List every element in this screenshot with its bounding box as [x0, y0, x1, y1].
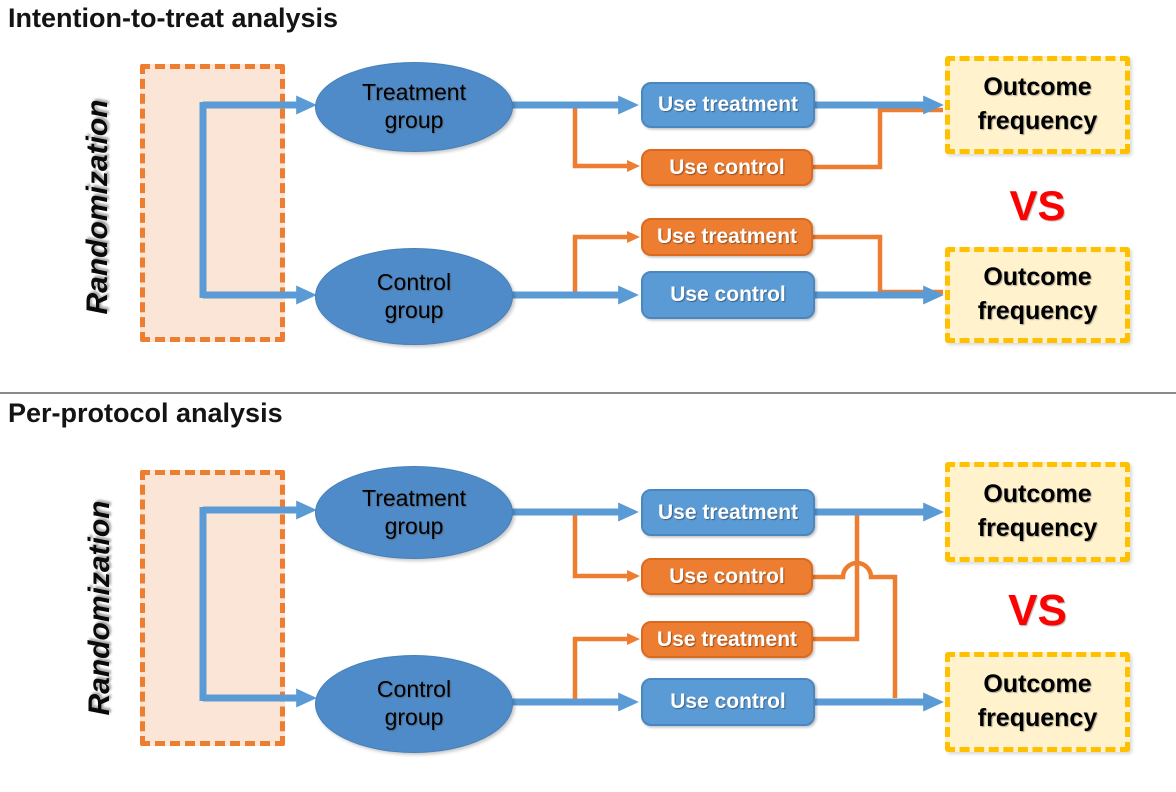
itt-use-control-box: Use control — [641, 271, 815, 319]
section-divider — [0, 392, 1176, 394]
s2-branch-to-use-treatment-line — [572, 632, 641, 699]
pp-treatment-group-ellipse: Treatment group — [315, 466, 513, 559]
s2-branch-to-use-control-line — [572, 515, 641, 583]
s2-crossover-use-treatment-to-top-outcome-line — [813, 515, 860, 642]
itt-use-treatment-box: Use treatment — [641, 82, 815, 128]
itt-control-group-ellipse: Control group — [315, 248, 513, 345]
s2-crossover-use-control-to-bottom-outcome-line — [813, 560, 898, 698]
s1-return-from-use-control-line — [813, 107, 943, 170]
itt-use-treatment-crossover-box: Use treatment — [641, 218, 813, 256]
itt-use-control-crossover-box: Use control — [641, 149, 813, 186]
itt-treatment-group-ellipse: Treatment group — [315, 62, 513, 152]
itt-randomization-label: Randomization — [81, 99, 114, 315]
pp-use-control-box: Use control — [641, 678, 815, 726]
pp-use-treatment-crossover-box: Use treatment — [641, 621, 813, 658]
s1-branch-to-use-control-line — [572, 108, 641, 173]
itt-treatment-outcome-box: Outcome frequency — [945, 56, 1130, 154]
s1-branch-to-use-treatment-line — [572, 230, 641, 292]
pp-use-control-crossover-box: Use control — [641, 558, 813, 595]
itt-vs-label: VS — [1009, 182, 1066, 229]
itt-control-outcome-box: Outcome frequency — [945, 247, 1130, 343]
itt-section-title: Intention-to-treat analysis — [8, 3, 339, 33]
pp-control-outcome-box: Outcome frequency — [945, 652, 1130, 752]
pp-randomization-label: Randomization — [83, 500, 116, 716]
pp-vs-label: VS — [1008, 586, 1067, 635]
pp-control-group-ellipse: Control group — [315, 655, 513, 753]
pp-section-title: Per-protocol analysis — [8, 398, 283, 428]
pp-treatment-outcome-box: Outcome frequency — [945, 462, 1130, 562]
pp-use-treatment-box: Use treatment — [641, 489, 815, 536]
s1-return-from-use-treatment-line — [813, 234, 943, 295]
